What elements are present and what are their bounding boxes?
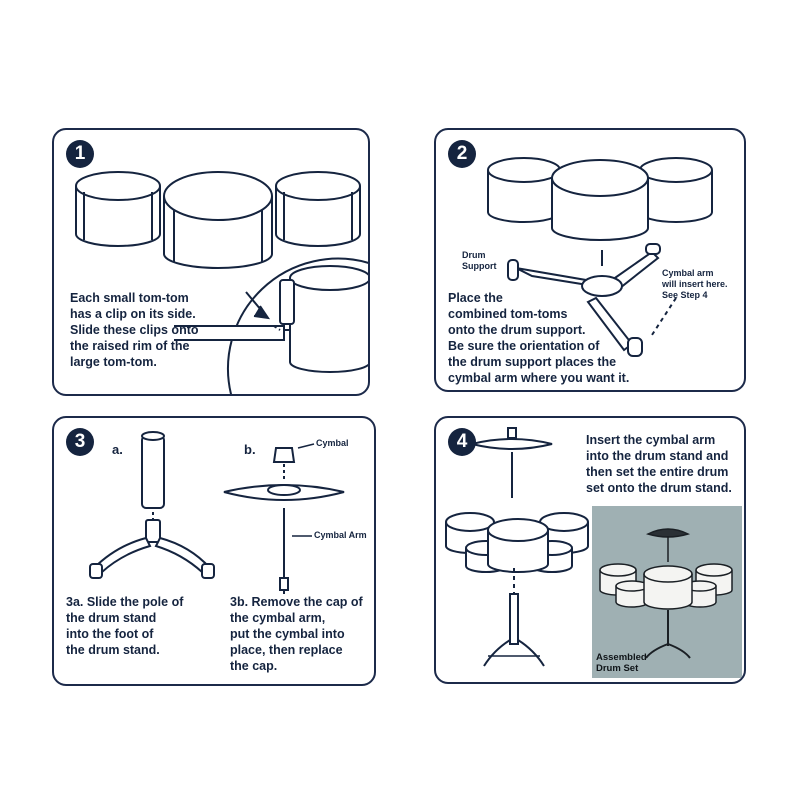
drum-support-illustration [487, 157, 713, 357]
step-4-instructions: Insert the cymbal arm into the drum stan… [586, 433, 732, 495]
sub-step-a-label: a. [112, 442, 123, 457]
photo-caption: Assembled Drum Set [596, 652, 647, 674]
drum-set-assembly-illustration [445, 427, 589, 667]
step-number: 4 [448, 428, 476, 456]
step-number: 3 [66, 428, 94, 456]
step-3b-instructions: 3b. Remove the cap of the cymbal arm, pu… [230, 595, 363, 673]
cymbal-arm-label: Cymbal Arm [314, 530, 367, 540]
step-2-panel: 2 Drum Support Cymbal arm will insert he… [434, 128, 746, 392]
step-2-instructions: Place the combined tom-toms onto the dru… [448, 291, 630, 385]
step-1-instructions: Each small tom-tom has a clip on its sid… [70, 291, 199, 369]
step-number: 1 [66, 140, 94, 168]
drum-support-label: Drum Support [462, 250, 497, 271]
stand-and-cymbal-illustration [89, 431, 345, 594]
cymbal-arm-callout: Cymbal arm will insert here. See Step 4 [662, 268, 728, 300]
drum-set-photo-illustration [599, 528, 733, 659]
sub-step-b-label: b. [244, 442, 256, 457]
step-number: 2 [448, 140, 476, 168]
step-3-panel: 3 a. b. Cymbal Cymbal Arm 3a. Slide the … [52, 416, 376, 686]
assembled-drum-set-photo: Assembled Drum Set [592, 506, 742, 678]
step-1-panel: 1 Each small tom-tom has [52, 128, 370, 396]
step-4-panel: 4 Insert the cymbal arm into the drum st… [434, 416, 746, 684]
tom-toms-clip-illustration [75, 171, 368, 394]
step-3a-instructions: 3a. Slide the pole of the drum stand int… [66, 595, 184, 657]
cymbal-label: Cymbal [316, 438, 349, 448]
